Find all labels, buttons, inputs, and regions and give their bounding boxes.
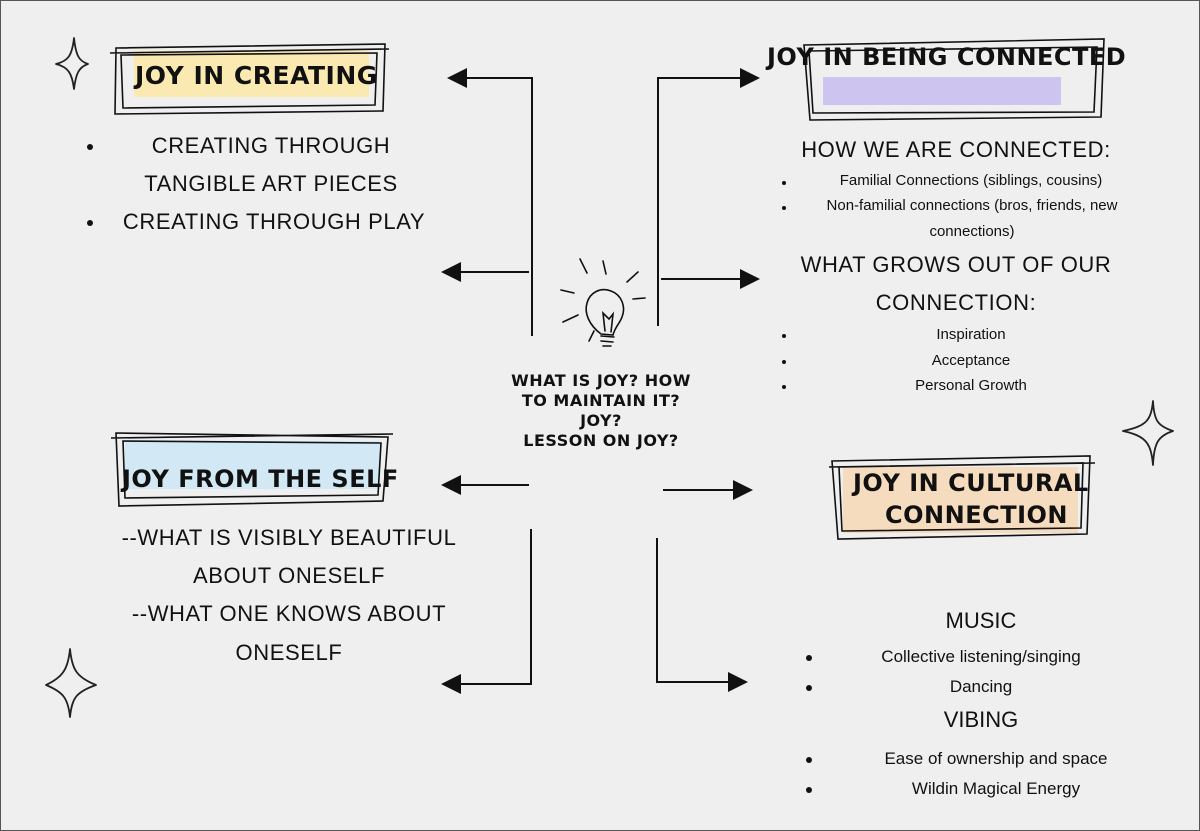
vibing-item-2: Wildin Magical Energy — [911, 779, 1081, 798]
creating-highlight — [134, 51, 369, 97]
self-highlight — [125, 441, 380, 489]
cultural-title-line-1: JOY IN CULTURAL — [853, 469, 1089, 497]
cultural-title-line-2: CONNECTION — [885, 501, 1068, 529]
bullet — [806, 787, 812, 793]
grows-heading-line-2: CONNECTION: — [875, 290, 1037, 315]
center-line: WHAT IS JOY? HOW — [511, 371, 691, 390]
how-connected-item-1: Familial Connections (siblings, cousins) — [839, 172, 1103, 189]
self-frame — [110, 432, 394, 507]
bullet — [782, 360, 786, 364]
self-line-3: --WHAT ONE KNOWS ABOUT — [131, 601, 447, 626]
bullet — [782, 334, 786, 338]
grows-item-1: Inspiration — [936, 326, 1006, 343]
bullet — [782, 206, 786, 210]
self-line-1: --WHAT IS VISIBLY BEAUTIFUL — [121, 525, 457, 550]
cultural-highlight — [843, 467, 1078, 533]
connector-cultural-lower — [656, 538, 748, 692]
how-connected-item-2: Non-familial connections (bros, friends,… — [826, 197, 1118, 214]
vibing-heading: VIBING — [943, 707, 1019, 732]
connected-title: JOY IN BEING CONNECTED — [767, 43, 1127, 71]
vibing-item-1: Ease of ownership and space — [884, 749, 1108, 768]
how-connected-heading: HOW WE ARE CONNECTED: — [801, 137, 1111, 162]
bullet — [87, 220, 93, 226]
connector-self-lower — [441, 529, 532, 694]
creating-item-2: CREATING THROUGH PLAY — [122, 209, 426, 234]
self-line-4: ONESELF — [235, 640, 343, 665]
connector-creating — [447, 68, 533, 336]
center-line: JOY? — [580, 411, 622, 430]
how-connected-item-2-cont: connections) — [929, 223, 1015, 240]
bullet — [806, 655, 812, 661]
bullet — [782, 181, 786, 185]
center-question: WHAT IS JOY? HOW TO MAINTAIN IT? JOY? LE… — [481, 371, 721, 451]
connected-highlight — [823, 77, 1061, 105]
center-line: TO MAINTAIN IT? — [521, 391, 681, 410]
self-title: JOY FROM THE SELF — [122, 465, 399, 493]
connector-connected — [657, 68, 760, 326]
grows-item-2: Acceptance — [931, 352, 1011, 369]
center-line: LESSON ON JOY? — [523, 431, 679, 450]
connected-frame — [803, 38, 1105, 121]
sparkle-icon-top-left — [55, 37, 89, 90]
grows-item-3: Personal Growth — [915, 377, 1027, 394]
sparkle-icon-right — [1122, 400, 1174, 466]
bullet — [782, 385, 786, 389]
creating-item-1-line-2: TANGIBLE ART PIECES — [144, 171, 398, 196]
creating-frame — [109, 43, 390, 115]
sparkle-icon-bottom-left — [45, 648, 97, 718]
creating-title: JOY IN CREATING — [135, 61, 378, 90]
music-item-2: Dancing — [949, 677, 1013, 696]
grows-heading-line-1: WHAT GROWS OUT OF OUR — [800, 252, 1112, 277]
cultural-frame — [828, 455, 1096, 540]
creating-item-1-line-1: CREATING THROUGH — [151, 133, 391, 158]
self-line-2: ABOUT ONESELF — [193, 563, 385, 588]
bullet — [87, 144, 93, 150]
bullet — [806, 685, 812, 691]
bullet — [806, 757, 812, 763]
music-heading: MUSIC — [945, 608, 1017, 633]
music-item-1: Collective listening/singing — [881, 647, 1081, 666]
lightbulb-icon — [560, 258, 646, 347]
